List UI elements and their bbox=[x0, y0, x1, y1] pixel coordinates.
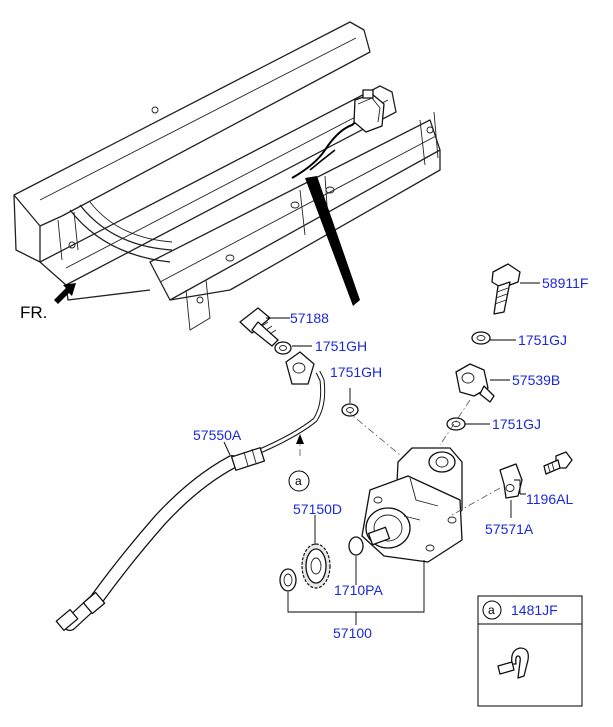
fitting-57539B bbox=[455, 363, 495, 403]
label-1751GH-lower: 1751GH bbox=[330, 364, 382, 380]
wiring-harness bbox=[291, 89, 385, 306]
o-ring-lower bbox=[279, 568, 297, 592]
legend-box: a 1481JF bbox=[477, 595, 583, 707]
front-arrow-icon bbox=[54, 283, 76, 304]
leader-lines bbox=[223, 282, 540, 625]
power-steering-pump bbox=[361, 447, 463, 563]
label-1481JF: 1481JF bbox=[511, 602, 558, 618]
label-58911F: 58911F bbox=[542, 275, 588, 291]
drive-gear-57150D bbox=[301, 543, 331, 589]
bolt-58911F bbox=[491, 263, 521, 315]
callout-arrow-icon bbox=[296, 434, 304, 444]
banjo-bolt-57188 bbox=[239, 307, 279, 347]
label-1196AL: 1196AL bbox=[526, 491, 573, 507]
label-57539B: 57539B bbox=[512, 372, 560, 388]
clip-1481JF-icon bbox=[497, 647, 529, 679]
label-57571A: 57571A bbox=[485, 521, 534, 537]
centerline-hose bbox=[345, 409, 401, 456]
pressure-hose bbox=[55, 370, 326, 632]
bracket-57571A bbox=[499, 463, 523, 499]
label-1710PA: 1710PA bbox=[334, 582, 383, 598]
label-57550A: 57550A bbox=[193, 427, 242, 443]
washer-1751GH-upper bbox=[274, 341, 292, 355]
chassis-frame bbox=[13, 21, 441, 331]
callout-a: a bbox=[288, 434, 310, 492]
banjo-fitting bbox=[285, 351, 315, 385]
front-marker-text: FR. bbox=[20, 303, 47, 322]
front-direction-marker: FR. bbox=[20, 283, 76, 322]
label-57100: 57100 bbox=[333, 625, 372, 641]
label-1751GJ-upper: 1751GJ bbox=[518, 332, 567, 348]
centerline-bracket bbox=[451, 487, 501, 516]
label-1751GJ-lower: 1751GJ bbox=[492, 416, 541, 432]
washer-1751GJ-lower bbox=[446, 417, 466, 431]
callout-letter: a bbox=[295, 474, 302, 488]
label-1751GH-upper: 1751GH bbox=[315, 338, 367, 354]
legend-callout-circle bbox=[482, 600, 502, 620]
centerline-fitting bbox=[439, 399, 471, 446]
bolt-1196AL bbox=[543, 451, 573, 475]
label-57150D: 57150D bbox=[293, 501, 342, 517]
label-57188: 57188 bbox=[290, 310, 329, 326]
washer-1751GH-lower bbox=[341, 403, 359, 417]
washer-1751GJ-upper bbox=[471, 331, 491, 345]
legend-callout-letter: a bbox=[488, 603, 495, 617]
o-ring-1710PA bbox=[348, 536, 364, 556]
